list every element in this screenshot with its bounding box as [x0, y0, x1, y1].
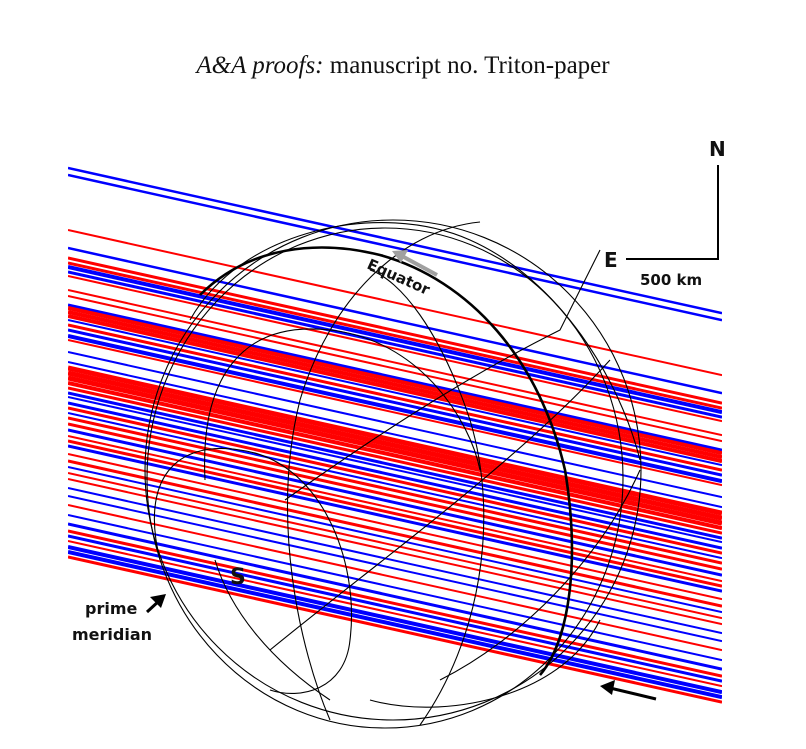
chord-blue [68, 550, 722, 700]
chord-red [68, 381, 722, 531]
chord-blue [68, 444, 722, 593]
chord-blue [68, 412, 722, 560]
meridian-line [214, 559, 331, 701]
latitude-line [369, 619, 601, 708]
chord-blue [68, 270, 722, 419]
chord-blue [68, 396, 722, 544]
chord-red [68, 370, 722, 521]
prime-meridian-label-line1: prime [85, 599, 138, 618]
chord-red [68, 439, 722, 588]
triton-limb [144, 219, 642, 721]
chord-red [68, 540, 722, 688]
chord-red [68, 453, 722, 601]
limb-inner [146, 227, 624, 729]
chord-red [68, 472, 722, 620]
chord-red [68, 275, 722, 423]
chord-red [68, 256, 722, 405]
chord-red [68, 310, 722, 460]
chord-red [68, 422, 722, 571]
chord-red [68, 295, 722, 443]
chord-red [68, 365, 722, 516]
compass: N E 500 km [604, 137, 726, 289]
meridian-line [269, 359, 611, 651]
scale-bar-label: 500 km [640, 271, 702, 289]
chord-red [68, 406, 722, 555]
occultation-chords [68, 166, 722, 704]
chord-red [68, 529, 722, 678]
chord-red [68, 306, 722, 456]
chord-red [68, 339, 722, 487]
chord-blue [68, 328, 722, 477]
prime-meridian-label-line2: meridian [72, 625, 152, 644]
latitude-line [189, 222, 641, 461]
chord-red [68, 261, 722, 410]
meridian-line [439, 469, 641, 681]
chord-blue [68, 487, 722, 635]
chord-red [68, 555, 722, 704]
chord-blue [68, 495, 722, 643]
chord-red [68, 478, 722, 626]
meridian-line [284, 249, 601, 501]
chord-blue [68, 334, 722, 484]
chord-blue [68, 466, 722, 614]
chord-red [68, 386, 722, 535]
motion-direction-arrow [600, 680, 657, 701]
rotation-arrow-gray [392, 250, 438, 277]
chord-red [68, 504, 722, 652]
chord-red [68, 314, 722, 464]
chord-blue [68, 522, 722, 671]
running-header: A&A proofs: manuscript no. Triton-paper [0, 52, 806, 80]
chord-blue [68, 319, 722, 467]
compass-east-label: E [604, 248, 618, 272]
chord-blue [68, 514, 722, 662]
chord-blue [68, 534, 722, 683]
chord-blue [68, 303, 722, 452]
chord-blue [68, 401, 722, 550]
chord-red [68, 323, 722, 472]
latitude-line-south [153, 448, 353, 694]
chord-red [68, 289, 722, 437]
chord-blue [68, 246, 722, 395]
chord-blue [68, 361, 722, 509]
journal-name: A&A proofs: [196, 52, 324, 79]
triton-grid [144, 219, 642, 729]
compass-north-label: N [709, 137, 726, 161]
south-pole-label: S [230, 565, 246, 590]
chord-red [68, 375, 722, 526]
meridian-line [369, 269, 485, 726]
meridian-line [287, 221, 481, 721]
equator-line [199, 246, 574, 676]
chord-red [68, 229, 722, 377]
chord-red [68, 416, 722, 565]
chord-blue [68, 166, 722, 315]
chord-blue [68, 545, 722, 695]
chord-red [68, 459, 722, 608]
chord-blue [68, 391, 722, 540]
manuscript-id: manuscript no. Triton-paper [323, 52, 610, 79]
chord-red [68, 435, 722, 583]
chord-blue [68, 173, 722, 322]
prime-meridian-arrow [145, 594, 166, 614]
